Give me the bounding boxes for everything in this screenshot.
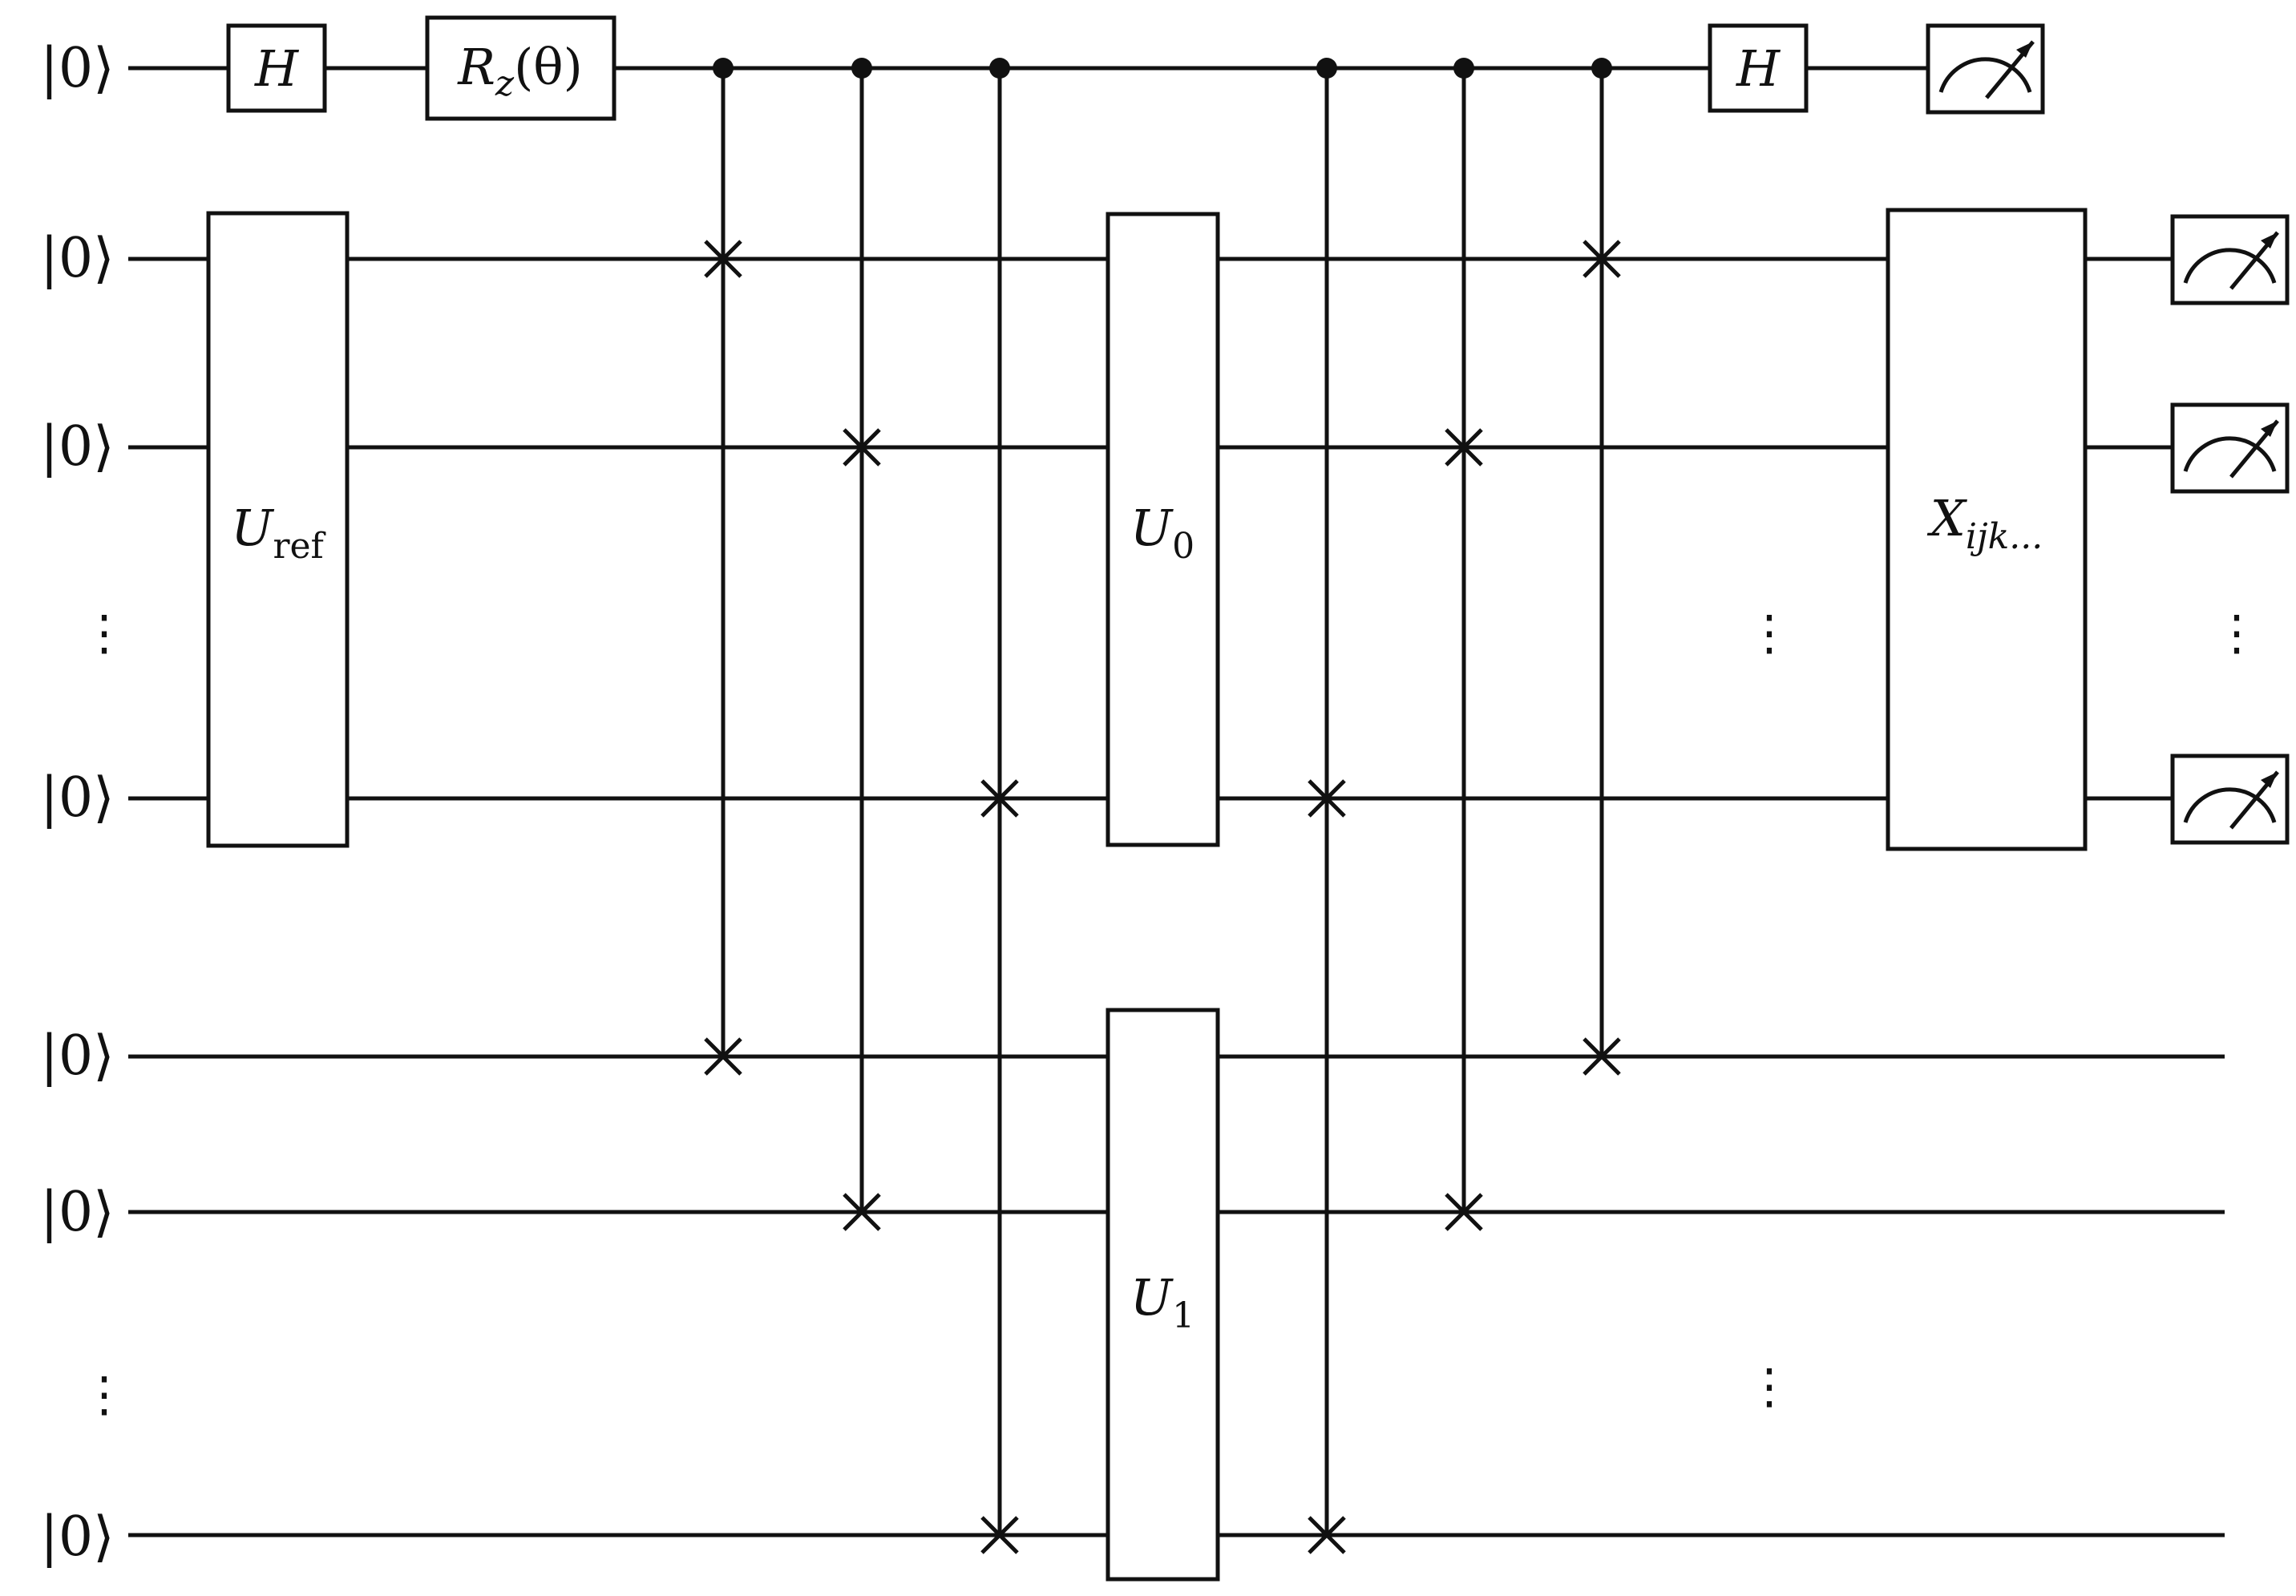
gate-u0: U0 — [1106, 212, 1220, 847]
swap-x-2b — [843, 1193, 881, 1231]
control-dot-2 — [851, 58, 872, 79]
input-ket-reg-a-n: |0⟩ — [40, 766, 115, 830]
gate-xijk: Xijk... — [1886, 208, 2088, 851]
gate-rz: Rz(θ) — [425, 15, 616, 121]
input-labels: |0⟩ |0⟩ |0⟩ ⋮ |0⟩ |0⟩ |0⟩ ⋮ |0⟩ — [40, 37, 128, 1569]
gate-h-right: H — [1708, 23, 1809, 113]
swap-x-1b — [704, 1037, 742, 1076]
meter-reg-a-1 — [2170, 214, 2290, 305]
gate-xijk-label: Xijk... — [1927, 489, 2043, 557]
dots-reg-a-right: ⋮ — [2213, 605, 2261, 661]
gate-uref-label: Uref — [231, 499, 325, 567]
control-dot-6 — [1591, 58, 1612, 79]
dots-reg-b-mid: ⋮ — [1745, 1359, 1793, 1415]
gate-u0-label: U0 — [1130, 499, 1194, 567]
swap-x-6a — [1583, 240, 1621, 278]
meter-gauge-icon — [2183, 248, 2277, 284]
meter-gauge-icon — [2183, 436, 2277, 472]
swap-x-4a — [1308, 779, 1346, 818]
gate-uref: Uref — [206, 211, 350, 848]
meter-gauge-icon — [2183, 787, 2277, 823]
control-dots — [713, 58, 1612, 79]
gate-rz-label: Rz(θ) — [457, 38, 583, 104]
gate-h-left: H — [226, 23, 327, 113]
swap-x-3b — [980, 1516, 1019, 1554]
input-dots-reg-b: ⋮ — [80, 1367, 128, 1423]
input-ket-reg-a-1: |0⟩ — [40, 227, 115, 290]
gate-h-right-label: H — [1736, 39, 1781, 98]
meter-ancilla — [1926, 23, 2045, 115]
input-ket-reg-b-2: |0⟩ — [40, 1181, 115, 1244]
swap-x-3a — [980, 779, 1019, 818]
swap-x-2a — [843, 428, 881, 467]
swap-x-5a — [1445, 428, 1483, 467]
meter-gauge-icon — [1938, 57, 2032, 93]
control-dot-4 — [1316, 58, 1337, 79]
swap-x-6b — [1583, 1037, 1621, 1076]
input-ket-reg-a-2: |0⟩ — [40, 415, 115, 479]
gate-h-left-label: H — [254, 39, 300, 98]
swap-x-5b — [1445, 1193, 1483, 1231]
input-dots-reg-a: ⋮ — [80, 605, 128, 661]
swap-x-4b — [1308, 1516, 1346, 1554]
gate-u1: U1 — [1106, 1008, 1220, 1582]
input-ket-reg-b-n: |0⟩ — [40, 1505, 115, 1569]
control-dot-3 — [989, 58, 1010, 79]
meter-reg-a-n — [2170, 754, 2290, 845]
swap-x-1a — [704, 240, 742, 278]
gate-u1-label: U1 — [1130, 1268, 1194, 1336]
swap-marks — [704, 240, 1621, 1554]
meter-reg-a-2 — [2170, 402, 2290, 494]
control-dot-1 — [713, 58, 734, 79]
dots-reg-a-mid: ⋮ — [1745, 605, 1793, 661]
control-dot-5 — [1453, 58, 1474, 79]
input-ket-ancilla: |0⟩ — [40, 37, 115, 100]
cswap-lines — [721, 68, 1604, 1535]
input-ket-reg-b-1: |0⟩ — [40, 1024, 115, 1088]
